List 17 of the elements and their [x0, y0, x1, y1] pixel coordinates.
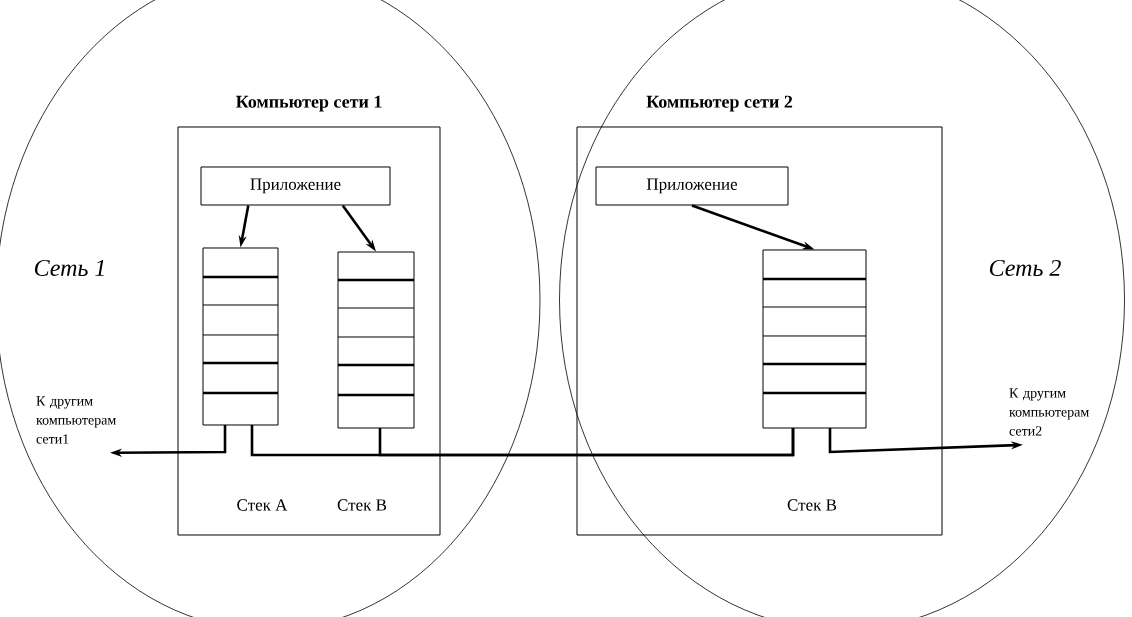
stack-label: Стек А [237, 499, 288, 511]
note-text: К другим компьютерам сети1 [36, 396, 116, 444]
network-label: Сеть 1 [34, 259, 104, 277]
stack-box [762, 249, 867, 429]
stack-label: Стек В [337, 499, 387, 511]
note-text: К другим компьютерам сети2 [1009, 388, 1089, 436]
application-box: Приложение [200, 166, 391, 206]
computer-title: Компьютер сети 2 [646, 95, 793, 112]
network-label: Сеть 2 [989, 259, 1061, 277]
computer-title: Компьютер сети 1 [235, 95, 382, 112]
stack-box [337, 251, 415, 429]
stack-box [202, 247, 279, 426]
computer-box [576, 126, 943, 536]
connector-line [378, 428, 795, 457]
stack-label: Стек В [787, 499, 837, 511]
application-box: Приложение [595, 166, 789, 206]
computer-box [177, 126, 441, 536]
